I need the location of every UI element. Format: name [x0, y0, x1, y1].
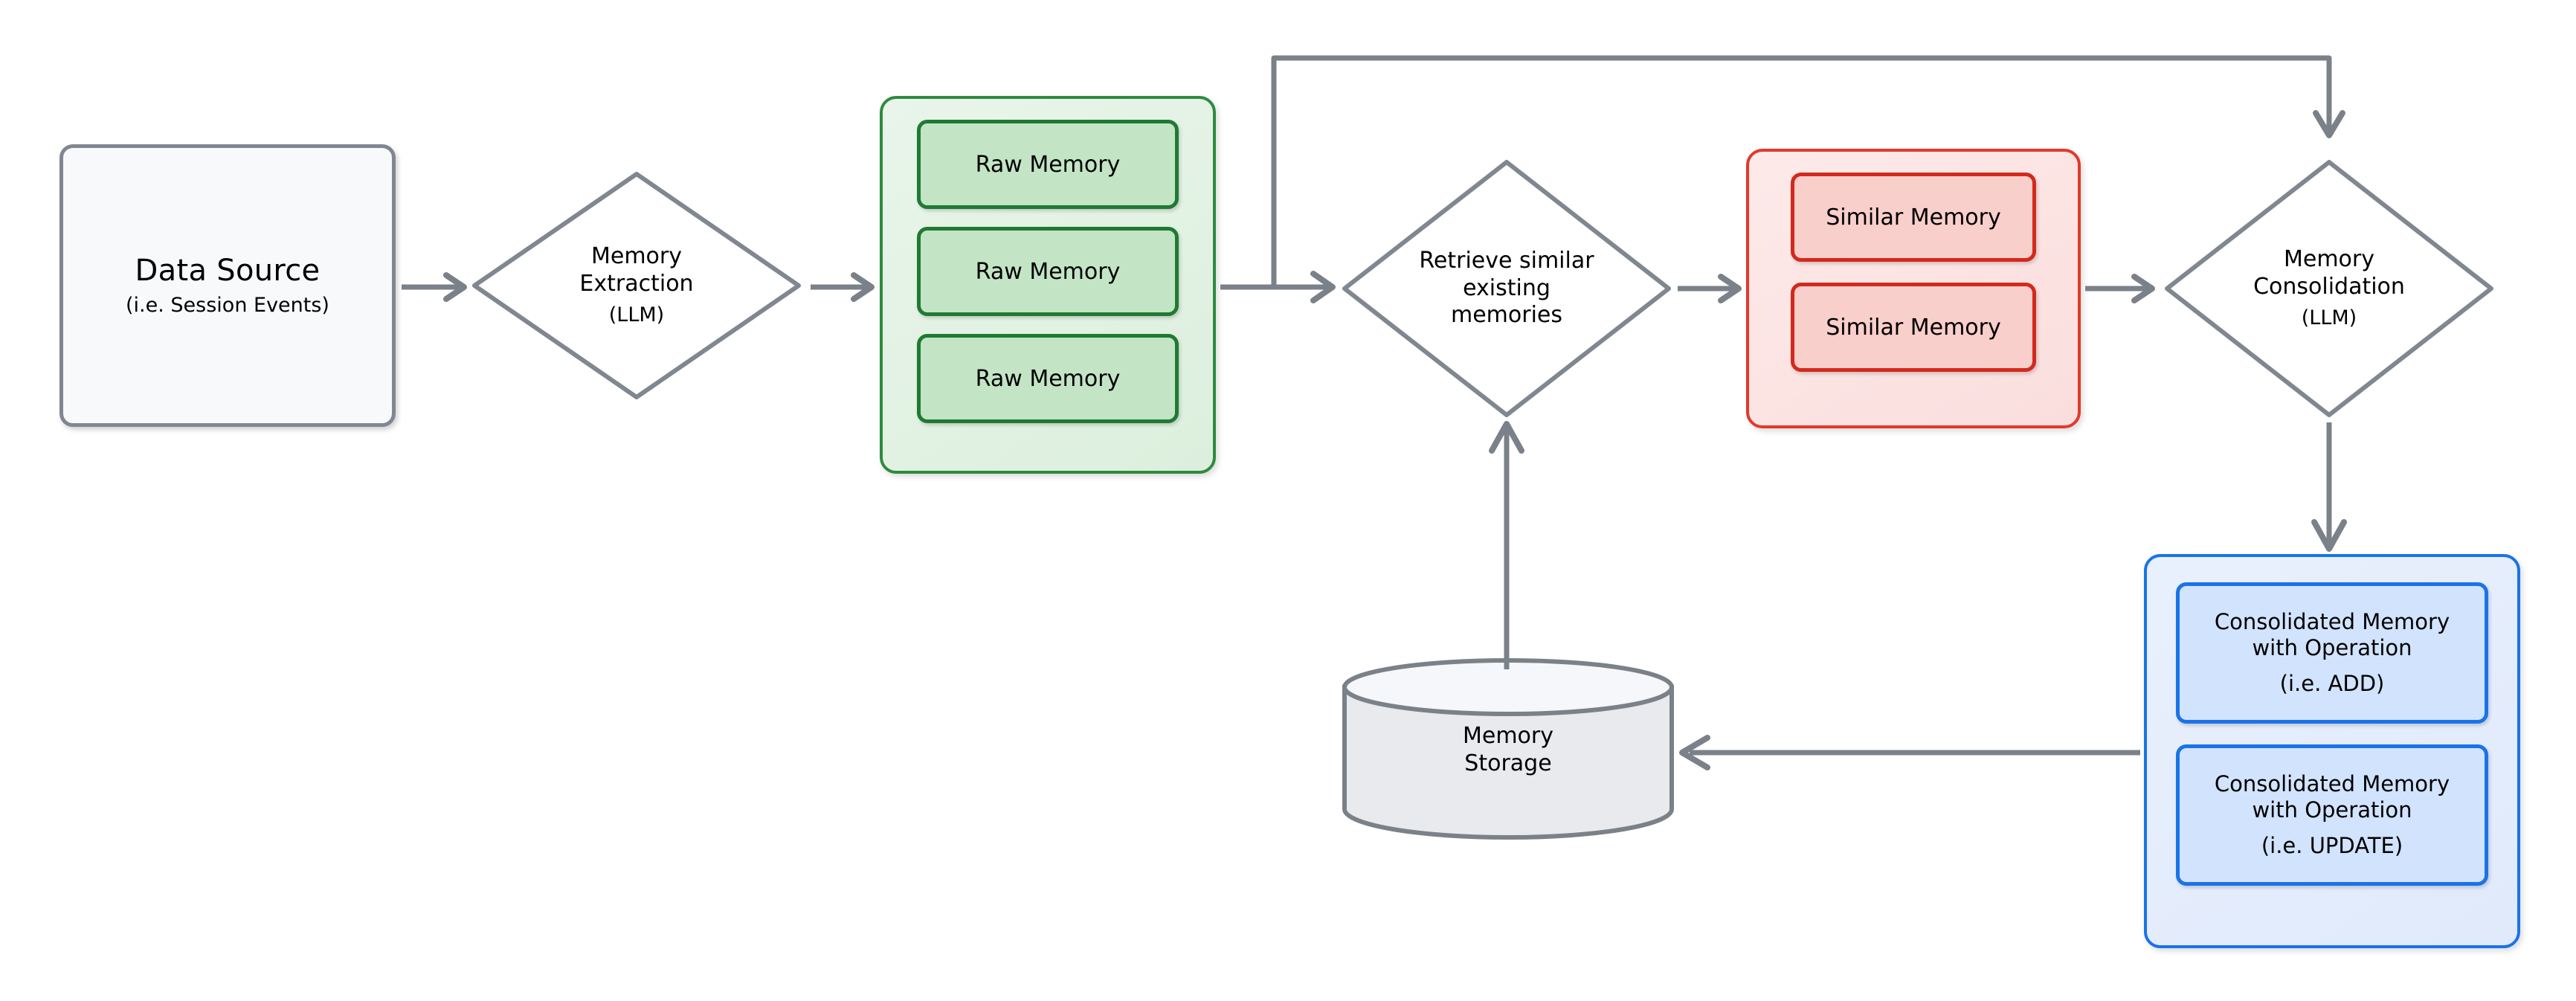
consolidated-update-line1: Consolidated Memory	[2214, 770, 2450, 796]
chip-consolidated-memory-add[interactable]: Consolidated Memory with Operation (i.e.…	[2176, 582, 2488, 724]
consolidated-update-line3: (i.e. UPDATE)	[2261, 833, 2403, 859]
edge-storage-to-retrieve	[1489, 421, 1524, 669]
consolidated-add-line1: Consolidated Memory	[2214, 608, 2450, 634]
data-source-subtitle: (i.e. Session Events)	[126, 294, 329, 318]
node-memory-extraction[interactable]: Memory Extraction (LLM)	[470, 170, 803, 402]
chip-consolidated-memory-update[interactable]: Consolidated Memory with Operation (i.e.…	[2176, 744, 2488, 886]
consolidated-add-line3: (i.e. ADD)	[2279, 671, 2385, 697]
consolidated-update-line2: with Operation	[2252, 796, 2412, 823]
data-source-title: Data Source	[135, 254, 321, 289]
node-retrieve-similar-memories[interactable]: Retrieve similar existing memories	[1340, 158, 1673, 419]
consolidated-add-line2: with Operation	[2252, 634, 2412, 660]
group-raw-memory: Raw Memory Raw Memory Raw Memory	[880, 96, 1216, 474]
group-similar-memory: Similar Memory Similar Memory	[1746, 149, 2081, 428]
chip-raw-memory-3[interactable]: Raw Memory	[917, 334, 1179, 423]
chip-similar-memory-1[interactable]: Similar Memory	[1791, 173, 2036, 262]
raw-memory-label: Raw Memory	[975, 258, 1121, 285]
raw-memory-label: Raw Memory	[975, 365, 1121, 392]
similar-memory-label: Similar Memory	[1826, 204, 2001, 231]
edge-consolidation-to-consolidated-memory	[2311, 422, 2347, 552]
memory-storage-line2: Storage	[1464, 750, 1552, 776]
chip-similar-memory-2[interactable]: Similar Memory	[1791, 283, 2036, 372]
node-memory-storage[interactable]: Memory Storage	[1339, 656, 1678, 840]
diamond-shape	[472, 172, 801, 399]
edge-similar-memory-to-consolidation	[2085, 274, 2155, 303]
chip-raw-memory-1[interactable]: Raw Memory	[917, 120, 1179, 209]
edge-retrieve-to-similar-memory	[1678, 274, 1742, 303]
similar-memory-label: Similar Memory	[1826, 314, 2001, 341]
node-memory-consolidation[interactable]: Memory Consolidation (LLM)	[2163, 158, 2496, 419]
cylinder-shape	[1342, 658, 1674, 840]
memory-storage-label: Memory Storage	[1339, 723, 1678, 777]
edge-memory-extraction-to-raw-memory	[811, 272, 875, 302]
node-data-source[interactable]: Data Source (i.e. Session Events)	[59, 144, 396, 427]
edge-data-source-to-memory-extraction	[402, 272, 467, 302]
diamond-shape	[2165, 160, 2493, 417]
diamond-shape	[1342, 160, 1671, 417]
edge-consolidated-memory-to-storage	[1679, 735, 2140, 770]
chip-raw-memory-2[interactable]: Raw Memory	[917, 227, 1179, 316]
memory-storage-line1: Memory	[1462, 723, 1553, 749]
raw-memory-label: Raw Memory	[975, 151, 1121, 178]
edge-raw-memory-to-retrieve	[1220, 271, 1336, 303]
group-consolidated-memory: Consolidated Memory with Operation (i.e.…	[2144, 554, 2520, 948]
